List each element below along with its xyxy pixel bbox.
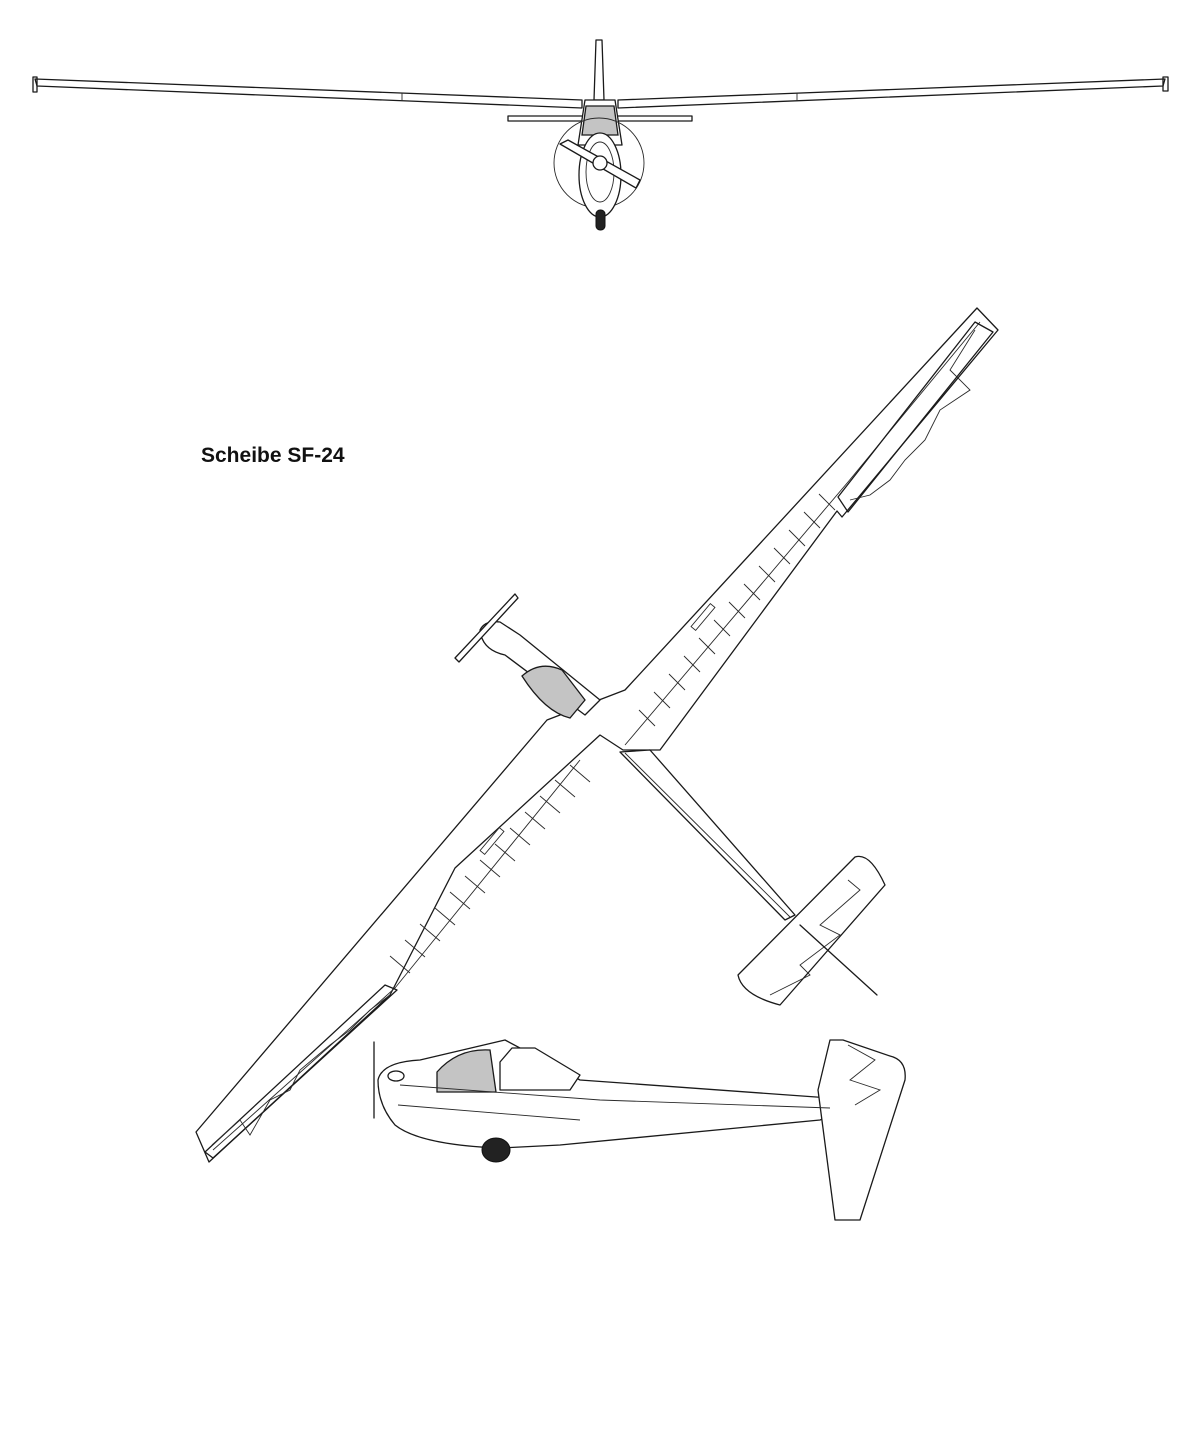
front-left-wing bbox=[34, 78, 583, 109]
side-canopy bbox=[436, 1049, 497, 1093]
side-pylon bbox=[499, 1047, 581, 1091]
top-left-wing-ribs bbox=[389, 764, 591, 974]
top-rudder bbox=[799, 924, 878, 996]
top-wing bbox=[195, 307, 999, 1163]
top-right-aileron bbox=[837, 321, 994, 513]
front-wheel bbox=[595, 209, 606, 231]
side-fuselage bbox=[377, 1039, 849, 1149]
top-left-spoiler bbox=[479, 826, 505, 856]
side-wheel bbox=[481, 1137, 511, 1163]
front-right-wing bbox=[617, 78, 1166, 109]
aircraft-title: Scheibe SF-24 bbox=[201, 444, 345, 467]
side-fin bbox=[817, 1039, 906, 1221]
top-propeller bbox=[454, 593, 519, 663]
front-tailplane bbox=[507, 115, 693, 122]
top-canopy bbox=[521, 665, 586, 719]
top-left-aileron bbox=[204, 984, 398, 1159]
top-stabilizer bbox=[737, 855, 886, 1006]
side-view bbox=[373, 1039, 906, 1221]
front-fin bbox=[593, 39, 605, 101]
front-canopy bbox=[581, 105, 619, 136]
top-right-wing-ribs bbox=[638, 493, 836, 727]
top-view bbox=[195, 307, 999, 1163]
top-right-spoiler bbox=[690, 602, 716, 632]
front-view bbox=[32, 39, 1169, 231]
